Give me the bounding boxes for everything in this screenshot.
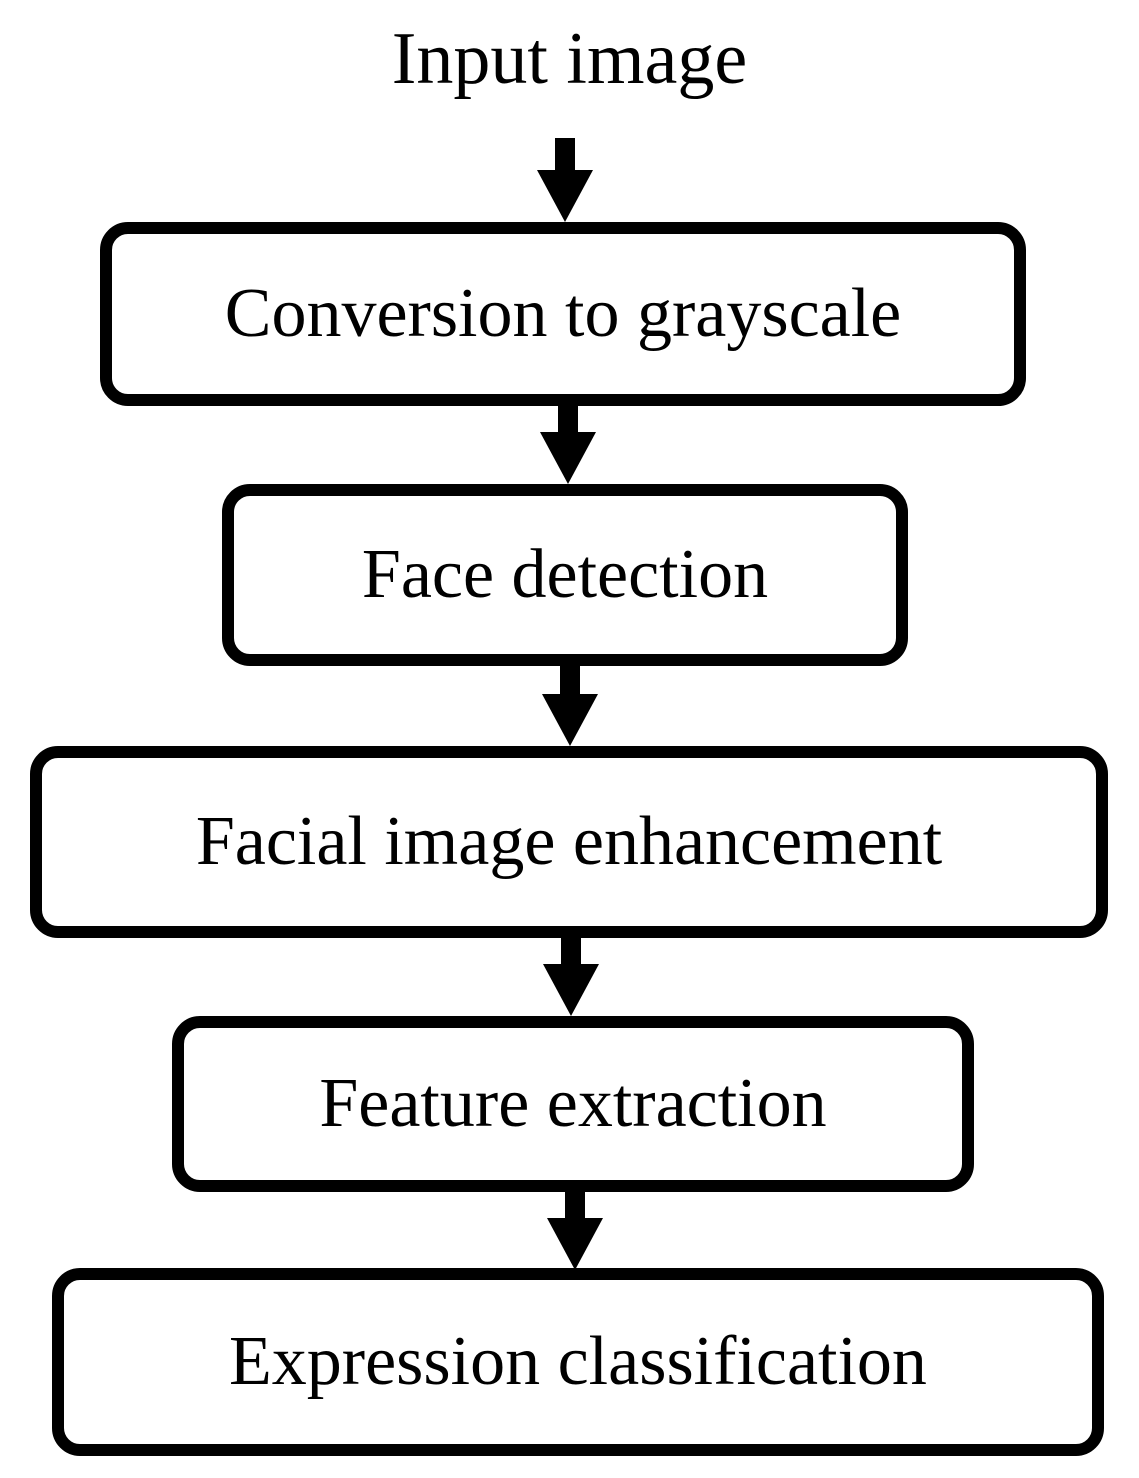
arrow-down-icon xyxy=(538,400,598,486)
step-label: Feature extraction xyxy=(319,1065,827,1142)
step-box-enhancement: Facial image enhancement xyxy=(30,746,1108,938)
step-box-grayscale: Conversion to grayscale xyxy=(100,222,1026,406)
arrow-down-icon xyxy=(545,1186,605,1272)
step-box-feature-extraction: Feature extraction xyxy=(172,1016,974,1192)
step-label: Facial image enhancement xyxy=(195,803,943,880)
step-label: Face detection xyxy=(361,536,769,613)
arrow-down-icon xyxy=(535,138,595,224)
step-box-face-detection: Face detection xyxy=(222,484,908,666)
arrow-down-icon xyxy=(540,662,600,748)
step-label: Expression classification xyxy=(229,1323,927,1400)
arrow-down-icon xyxy=(541,932,601,1018)
step-box-classification: Expression classification xyxy=(52,1268,1104,1456)
input-image-label: Input image xyxy=(391,18,748,100)
step-label: Conversion to grayscale xyxy=(224,275,902,352)
